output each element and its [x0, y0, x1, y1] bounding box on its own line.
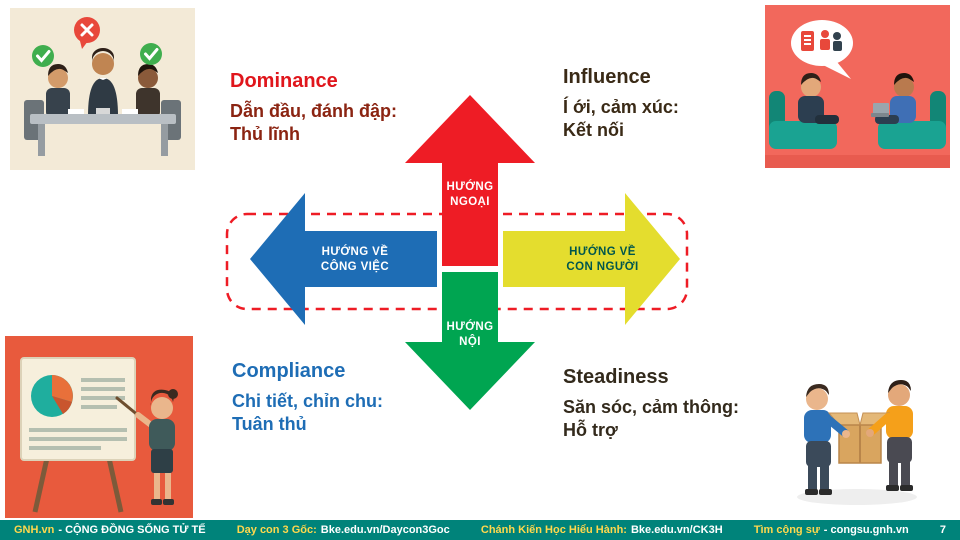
person-left-head — [48, 68, 68, 88]
sofa-chat-illustration — [765, 5, 950, 168]
footer-label: Chánh Kiến Học Hiểu Hành: — [480, 524, 627, 536]
axis-label-line: HƯỚNG VỀ — [321, 246, 389, 258]
footer-value: - congsu.gnh.vn — [823, 524, 909, 536]
meeting-table — [30, 114, 176, 124]
quadrant-title: Steadiness — [563, 366, 669, 388]
axis-label-line: CÔNG VIỆC — [320, 260, 390, 273]
footer-value: - CỘNG ĐỒNG SỐNG TỬ TẾ — [58, 524, 206, 536]
pointer-stick — [115, 396, 141, 418]
axis-label-line: CON NGƯỜI — [566, 260, 639, 273]
arrow-right-people — [503, 193, 680, 325]
axis-label-line: HƯỚNG — [446, 321, 494, 333]
quadrant-line: Dẫn đầu, đánh đập: — [230, 101, 398, 121]
axis-label-line: HƯỚNG VỀ — [569, 246, 636, 258]
illustration-presenter — [5, 336, 193, 518]
laptop-icon — [873, 103, 889, 114]
axis-label-line: NGOẠI — [450, 195, 490, 208]
illustration-box-carry — [765, 337, 950, 518]
person-right-head — [138, 68, 158, 88]
footer-item-chanhkien: Chánh Kiến Học Hiểu Hành:Bke.edu.vn/CK3H — [481, 524, 723, 536]
carrier-left-head — [806, 388, 828, 410]
quadrant-line: Í ới, cảm xúc: — [563, 97, 679, 117]
footer-label: Dạy con 3 Gốc: — [236, 524, 317, 536]
footer-label: GNH.vn — [14, 524, 55, 536]
axis-label-introvert: HƯỚNG NỘI — [410, 320, 530, 350]
quadrant-description: Săn sóc, cảm thông: Hỗ trợ — [563, 396, 798, 442]
footer-value: Bke.edu.vn/Daycon3Goc — [320, 524, 450, 536]
footer-label: Tìm cộng sự — [753, 524, 820, 536]
axis-label-people: HƯỚNG VỀ CON NGƯỜI — [540, 245, 665, 275]
person-middle-head — [92, 53, 114, 75]
quadrant-line: Tuân thủ — [232, 414, 307, 435]
presenter-illustration — [5, 336, 193, 518]
quadrant-line: Kết nối — [563, 120, 624, 141]
quadrant-steadiness: Steadiness Săn sóc, cảm thông: Hỗ trợ — [563, 366, 798, 442]
team-meeting-illustration — [10, 8, 195, 170]
axis-label-extrovert: HƯỚNG NGOẠI — [410, 180, 530, 210]
illustration-team-meeting — [10, 8, 195, 170]
quadrant-description: Chi tiết, chỉn chu: Tuân thủ — [232, 390, 457, 436]
box-carry-illustration — [765, 337, 950, 518]
footer-bar: GNH.vn- CỘNG ĐỒNG SỐNG TỬ TẾ Dạy con 3 G… — [0, 520, 960, 540]
quadrant-compliance: Compliance Chi tiết, chỉn chu: Tuân thủ — [232, 360, 457, 436]
illustration-sofa-chat — [765, 5, 950, 168]
quadrant-influence: Influence Í ới, cảm xúc: Kết nối — [563, 66, 788, 142]
arrow-left-task — [250, 193, 437, 325]
quadrant-description: Í ới, cảm xúc: Kết nối — [563, 96, 788, 142]
footer-item-community: GNH.vn- CỘNG ĐỒNG SỐNG TỬ TẾ — [14, 524, 206, 536]
quadrant-title: Compliance — [232, 360, 346, 382]
page-number: 7 — [939, 524, 946, 536]
quadrant-line: Săn sóc, cảm thông: — [563, 397, 740, 417]
arrow-up-extrovert — [405, 95, 535, 266]
presenter-head — [151, 397, 173, 419]
footer-item-daycon: Dạy con 3 Gốc:Bke.edu.vn/Daycon3Goc — [237, 524, 450, 536]
axis-label-line: HƯỚNG — [446, 181, 494, 193]
quadrant-line: Hỗ trợ — [563, 420, 618, 441]
quadrant-description: Dẫn đầu, đánh đập: Thủ lĩnh — [230, 100, 455, 146]
quadrant-line: Thủ lĩnh — [230, 124, 300, 145]
footer-value: Bke.edu.vn/CK3H — [630, 524, 723, 536]
quadrant-line: Chi tiết, chỉn chu: — [232, 391, 383, 411]
quadrant-title: Dominance — [230, 70, 338, 92]
arrow-down-introvert — [405, 272, 535, 410]
axis-label-task: HƯỚNG VỀ CÔNG VIỆC — [295, 245, 415, 275]
carrier-right-head — [888, 384, 910, 406]
quadrant-dominance: Dominance Dẫn đầu, đánh đập: Thủ lĩnh — [230, 70, 455, 146]
axis-label-line: NỘI — [459, 335, 481, 348]
footer-item-congsu: Tìm cộng sự- congsu.gnh.vn — [754, 524, 909, 536]
quadrant-title: Influence — [563, 66, 651, 88]
